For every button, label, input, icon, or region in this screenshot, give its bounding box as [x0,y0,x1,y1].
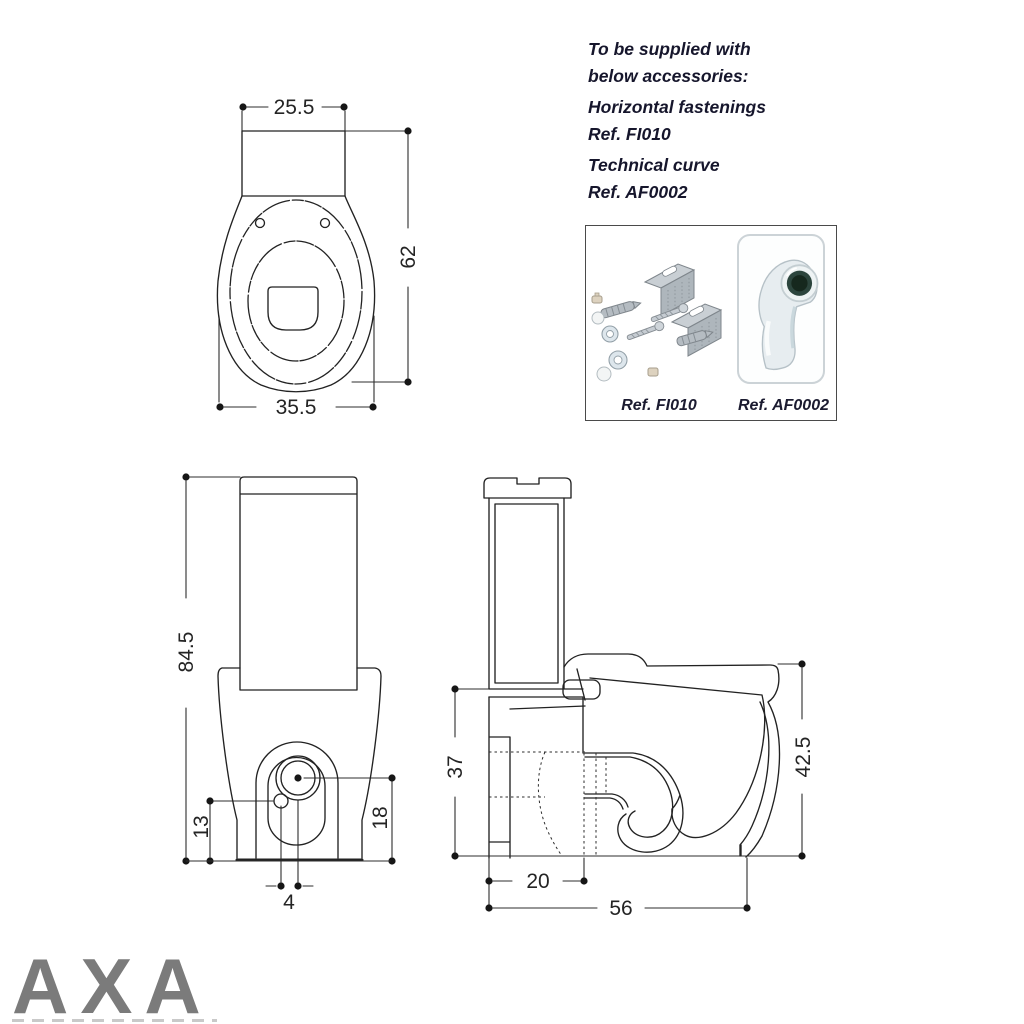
angle-bracket-icon [670,303,723,357]
accessories-note: To be supplied with below accessories: H… [588,36,848,206]
front-view: 84.5 13 18 4 [175,473,396,914]
fixing-nut-icon [591,292,659,377]
washer-icon [601,325,628,370]
top-view: 25.5 62 35.5 [216,96,420,419]
accessories-box: Ref. FI010 Ref. AF0002 [585,225,837,421]
bowl-sides-front [217,667,382,859]
dim-label-shelf-height: 37 [444,755,467,778]
outlet-hole-outer [275,755,321,801]
seat-hinge-hole-left [254,217,266,229]
wall-plug-icon [600,300,642,319]
pedestal-outer-front [255,741,339,859]
cistern-outline-plan [241,130,346,197]
wall-plug-icon [676,330,714,347]
pedestal-inner-front [267,756,326,846]
side-view-dimension-dots [451,660,806,912]
pipe-highlight [764,320,771,356]
technical-curve-frame [737,234,825,384]
note-item1-name: Horizontal fastenings [588,97,766,117]
fastening-kit-image [591,263,723,382]
logo-tagline-remnant [12,1019,217,1022]
brand-logo: AXA [12,942,213,1024]
note-heading-line1: To be supplied with [588,39,751,59]
accessory-label-fastenings: Ref. FI010 [621,397,697,414]
pedestal-back-side [488,696,511,859]
dim-label-center-offset: 4 [283,891,295,914]
top-view-extension-lines [218,110,406,403]
trap-siphon-side [584,752,742,857]
bowl-outline-plan [216,195,376,393]
pipe-shadow [790,306,797,349]
screw-icon [650,303,689,322]
seat-inner-ring [247,240,345,362]
rim-and-outer-wall-side [563,653,781,858]
hidden-outlet-dashed-lines [489,751,607,857]
dim-label-outlet-setout: 20 [526,870,549,893]
top-view-dimension-lines [223,106,409,408]
note-item1-ref: Ref. FI010 [588,124,671,144]
dim-label-inlet-height: 13 [190,815,213,838]
side-view-dimension-lines [454,663,803,909]
outlet-hole-inner [280,760,316,796]
dim-label-top-width: 25.5 [274,96,315,119]
note-heading-line2: below accessories: [588,66,749,86]
note-item2-ref: Ref. AF0002 [588,182,688,202]
cistern-outline-side [488,497,584,754]
dim-label-rim-height: 42.5 [792,737,815,778]
cover-cap-icon [591,311,612,382]
dim-label-bottom-width: 35.5 [276,396,317,419]
dim-label-length: 62 [397,245,420,268]
top-view-dimension-dots [216,103,412,411]
front-view-dimension-lines [185,480,393,887]
seat-hinge-hole-right [319,217,331,229]
angle-bracket-icon [643,263,696,317]
inlet-hole [273,793,289,809]
cistern-outline-front [239,476,358,691]
dim-label-outlet-height: 18 [369,806,392,829]
technical-curve-image [758,259,819,371]
bowl-interior-side [509,668,766,839]
cistern-lid-side [483,477,572,499]
dim-label-total-height: 84.5 [175,632,198,673]
front-view-leader-lines [189,476,390,802]
pipe-opening [780,264,819,303]
seat-hinge-side [562,679,601,700]
accessory-label-curve: Ref. AF0002 [738,397,829,414]
screw-icon [626,321,665,340]
water-spot [267,286,319,331]
dim-label-total-depth: 56 [609,897,632,920]
note-item2-name: Technical curve [588,155,720,175]
side-view: 37 42.5 20 56 [444,477,815,920]
seat-outer-ring [229,199,363,385]
front-view-dimension-dots [182,473,396,890]
